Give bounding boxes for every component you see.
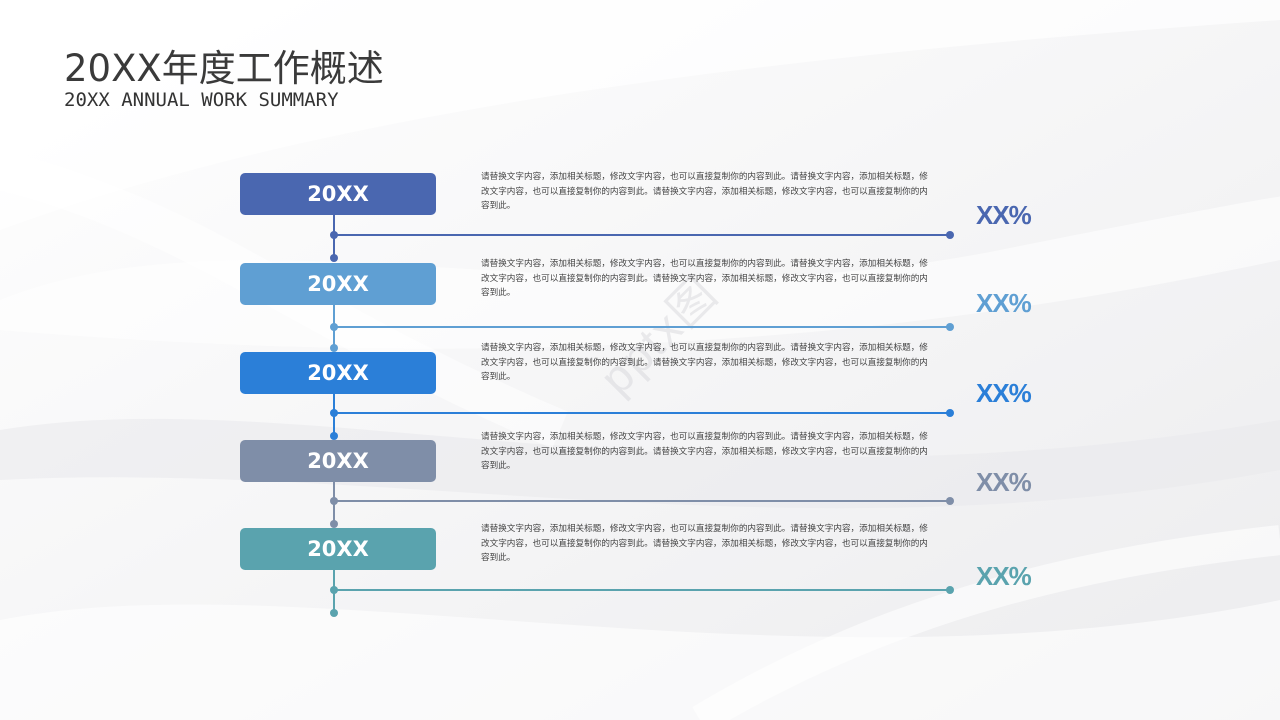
node-dot [330, 254, 338, 262]
description-text: 请替换文字内容，添加相关标题，修改文字内容，也可以直接复制你的内容到此。请替换文… [481, 259, 928, 299]
node-dot [330, 432, 338, 440]
node-dot [330, 609, 338, 617]
description-text: 请替换文字内容，添加相关标题，修改文字内容，也可以直接复制你的内容到此。请替换文… [481, 524, 928, 564]
year-box-2: 20XX [240, 263, 436, 305]
year-box-3: 20XX [240, 352, 436, 394]
page-title: 20XX年度工作概述 [64, 47, 384, 90]
progress-line [334, 500, 950, 502]
description-text: 请替换文字内容，添加相关标题，修改文字内容，也可以直接复制你的内容到此。请替换文… [481, 343, 928, 383]
progress-line [334, 412, 950, 414]
year-label: 20XX [307, 449, 369, 473]
description-text: 请替换文字内容，添加相关标题，修改文字内容，也可以直接复制你的内容到此。请替换文… [481, 432, 928, 472]
progress-line [334, 234, 950, 236]
progress-line [334, 326, 950, 328]
percent-value: XX% [976, 467, 1032, 497]
year-label: 20XX [307, 361, 369, 385]
description-text: 请替换文字内容，添加相关标题，修改文字内容，也可以直接复制你的内容到此。请替换文… [481, 172, 928, 212]
page-subtitle: 20XX ANNUAL WORK SUMMARY [64, 89, 339, 111]
year-label: 20XX [307, 537, 369, 561]
year-box-5: 20XX [240, 528, 436, 570]
end-dot [946, 231, 954, 239]
end-dot [946, 497, 954, 505]
progress-line [334, 589, 950, 591]
end-dot [946, 409, 954, 417]
percent-value: XX% [976, 288, 1032, 318]
year-label: 20XX [307, 182, 369, 206]
percent-value: XX% [976, 200, 1032, 230]
percent-value: XX% [976, 378, 1032, 408]
year-box-1: 20XX [240, 173, 436, 215]
year-label: 20XX [307, 272, 369, 296]
percent-value: XX% [976, 561, 1032, 591]
end-dot [946, 586, 954, 594]
end-dot [946, 323, 954, 331]
node-dot [330, 344, 338, 352]
year-box-4: 20XX [240, 440, 436, 482]
node-dot [330, 520, 338, 528]
